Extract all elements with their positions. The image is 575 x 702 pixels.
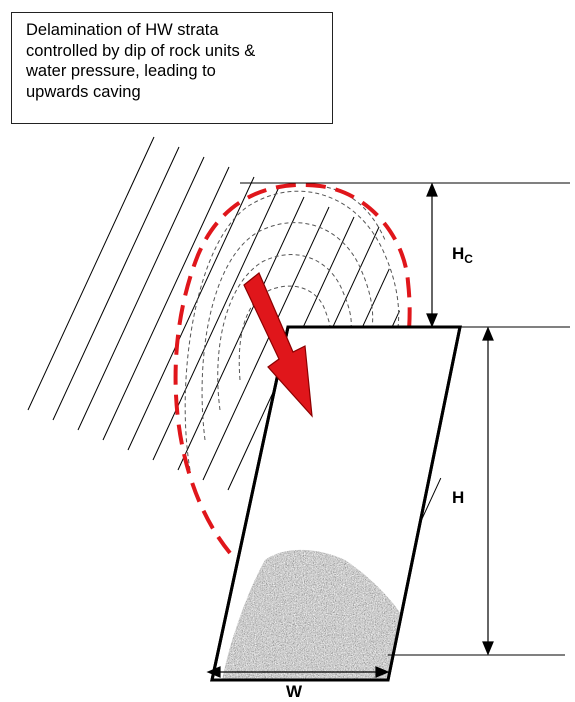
caving-direction-arrow [243, 272, 313, 418]
caption-line: upwards caving [26, 82, 141, 101]
caption-line: Delamination of HW strata [26, 21, 219, 39]
delamination-arc [319, 185, 386, 241]
stratum-line [27, 136, 155, 411]
stratum-line [127, 176, 255, 451]
caving-boundary [173, 182, 412, 555]
cave-height-dimension [426, 182, 438, 328]
delamination-arc [201, 222, 374, 441]
stope-height-dimension [482, 326, 494, 656]
stope-width-label: W [286, 682, 303, 701]
delamination-arc [184, 190, 400, 471]
caption-line: water pressure, leading to [26, 62, 216, 80]
stratum-line [202, 206, 330, 481]
stratum-line [77, 156, 205, 431]
stratum-line [177, 196, 305, 471]
caption-box: Delamination of HW strata controlled by … [11, 12, 333, 124]
stope-width-dimension [206, 666, 390, 678]
stratum-line [152, 186, 280, 461]
caption-line: controlled by dip of rock units & [26, 41, 256, 60]
stratum-line [102, 166, 230, 441]
delamination-arc [217, 254, 352, 411]
delamination-arc [238, 285, 331, 381]
stratum-line [52, 146, 180, 421]
cave-height-label: HC [452, 244, 473, 266]
delamination-arcs [184, 185, 400, 471]
stope-height-label: H [452, 488, 465, 507]
